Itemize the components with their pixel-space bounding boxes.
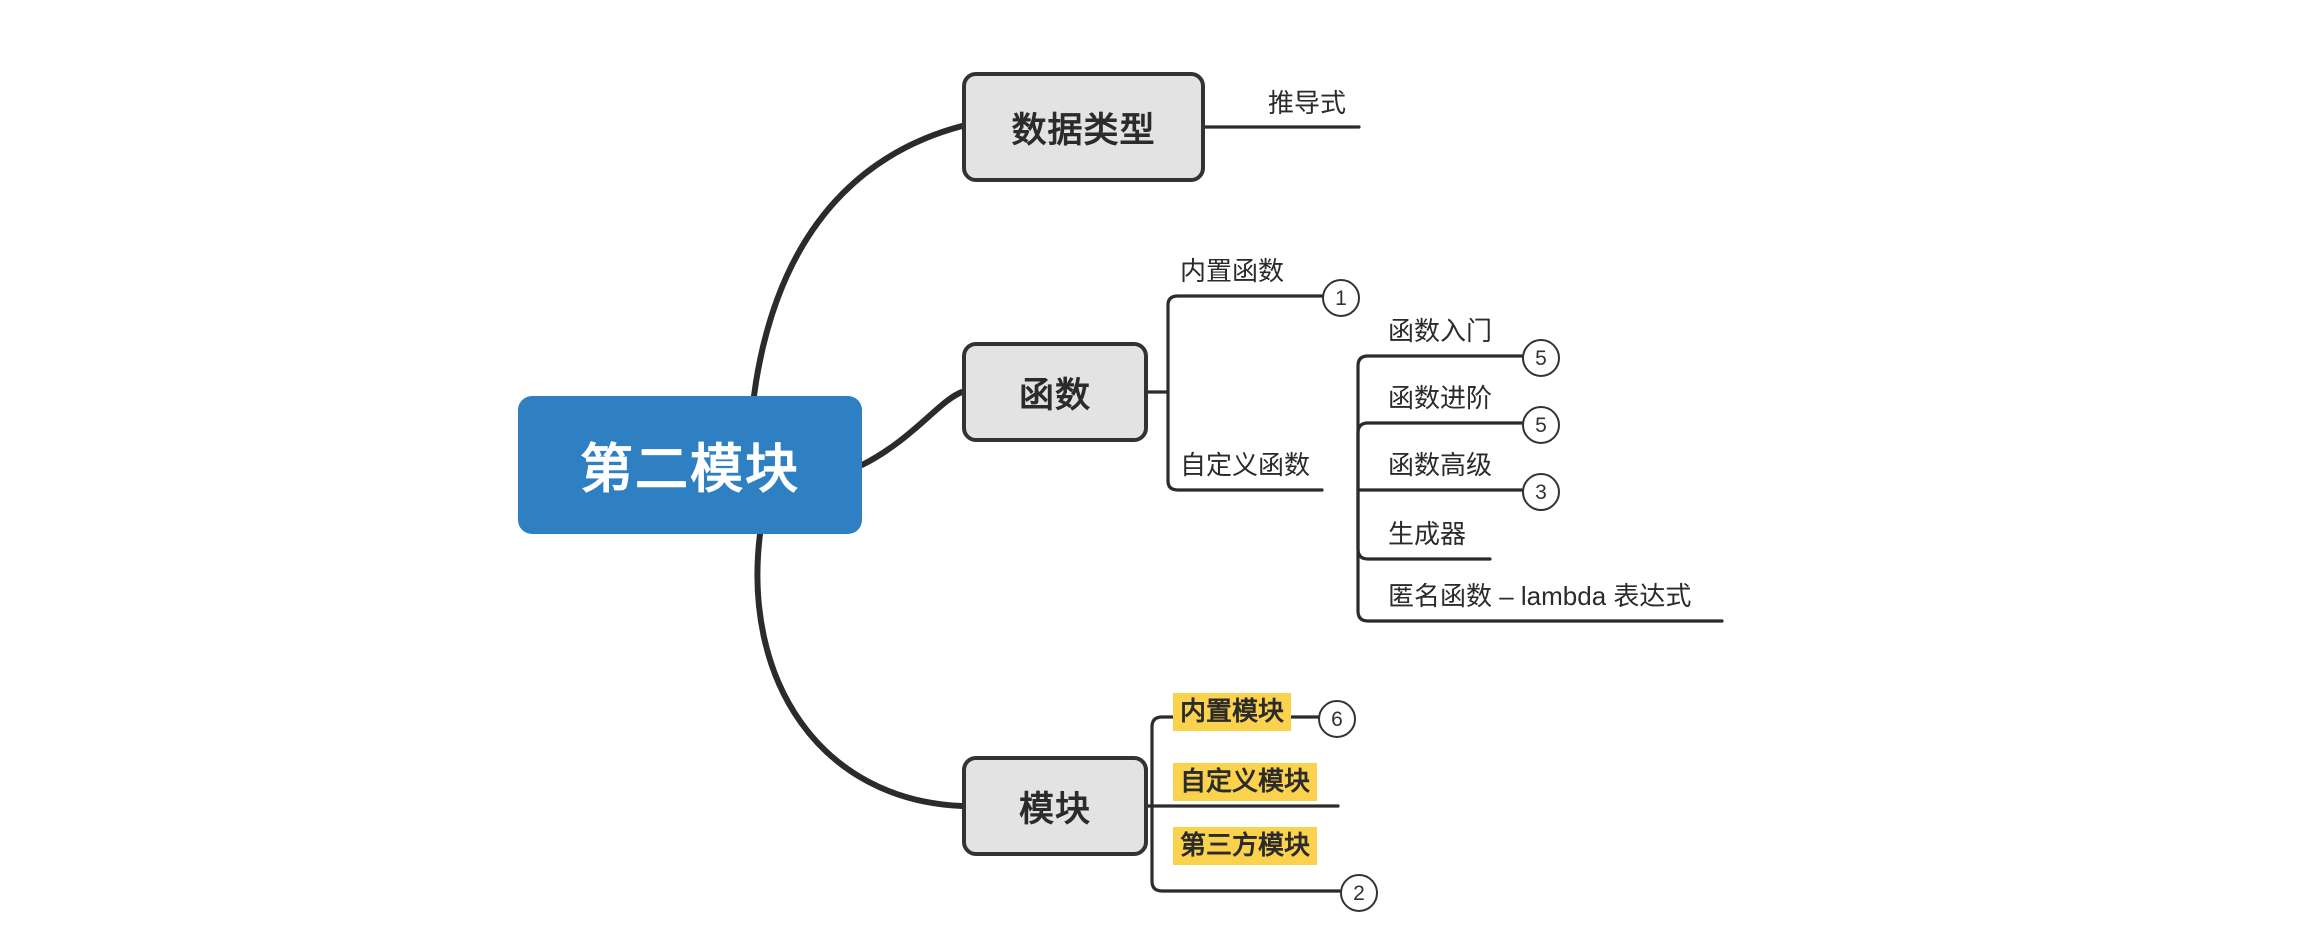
badge-builtin-modules-value: 6: [1331, 707, 1343, 731]
edge-functions-to-builtin: [1166, 294, 1324, 394]
badge-thirdparty-modules-value: 2: [1353, 881, 1365, 905]
leaf-custom-functions[interactable]: 自定义函数: [1180, 452, 1310, 478]
badge-function-intro: 5: [1522, 339, 1560, 377]
branch-node-data-types-label: 数据类型: [1011, 110, 1156, 150]
leaf-function-intermediate-label: 函数进阶: [1388, 383, 1493, 413]
leaf-generator-label: 生成器: [1388, 519, 1467, 549]
leaf-custom-modules-label: 自定义模块: [1180, 766, 1311, 796]
leaf-builtin-modules[interactable]: 内置模块: [1173, 693, 1292, 731]
leaf-generator[interactable]: 生成器: [1388, 521, 1466, 547]
root-node[interactable]: 第二模块: [518, 396, 862, 534]
leaf-function-intro-label: 函数入门: [1388, 316, 1493, 346]
branch-node-functions[interactable]: 函数: [962, 342, 1148, 442]
leaf-thirdparty-modules-label: 第三方模块: [1180, 830, 1311, 860]
leaf-custom-modules[interactable]: 自定义模块: [1173, 763, 1318, 801]
leaf-thirdparty-modules[interactable]: 第三方模块: [1173, 827, 1318, 865]
leaf-function-advanced-label: 函数高级: [1388, 450, 1493, 480]
leaf-comprehension[interactable]: 推导式: [1268, 90, 1346, 116]
leaf-function-intro[interactable]: 函数入门: [1388, 318, 1492, 344]
edge-root-to-modules: [754, 531, 965, 809]
badge-builtin-functions: 1: [1322, 279, 1360, 317]
leaf-builtin-functions-label: 内置函数: [1180, 256, 1285, 286]
badge-function-advanced: 3: [1522, 473, 1560, 511]
badge-builtin-modules: 6: [1318, 700, 1356, 738]
leaf-lambda[interactable]: 匿名函数 – lambda 表达式: [1388, 583, 1691, 609]
leaf-function-advanced[interactable]: 函数高级: [1388, 452, 1492, 478]
leaf-builtin-modules-label: 内置模块: [1180, 696, 1285, 726]
leaf-comprehension-label: 推导式: [1268, 88, 1347, 118]
badge-function-intermediate-value: 5: [1535, 413, 1547, 437]
leaf-custom-functions-label: 自定义函数: [1180, 450, 1311, 480]
badge-function-advanced-value: 3: [1535, 480, 1547, 504]
badge-builtin-functions-value: 1: [1335, 286, 1347, 310]
badge-thirdparty-modules: 2: [1340, 874, 1378, 912]
edge-root-to-functions: [859, 389, 965, 468]
branch-node-functions-label: 函数: [1018, 375, 1091, 415]
leaf-builtin-functions[interactable]: 内置函数: [1180, 258, 1284, 284]
badge-function-intro-value: 5: [1535, 346, 1547, 370]
leaf-function-intermediate[interactable]: 函数进阶: [1388, 385, 1492, 411]
badge-function-intermediate: 5: [1522, 406, 1560, 444]
branch-node-modules-label: 模块: [1018, 789, 1091, 829]
root-node-label: 第二模块: [580, 440, 800, 499]
branch-node-modules[interactable]: 模块: [962, 756, 1148, 856]
leaf-lambda-label: 匿名函数 – lambda 表达式: [1388, 581, 1692, 611]
branch-node-data-types[interactable]: 数据类型: [962, 72, 1205, 182]
